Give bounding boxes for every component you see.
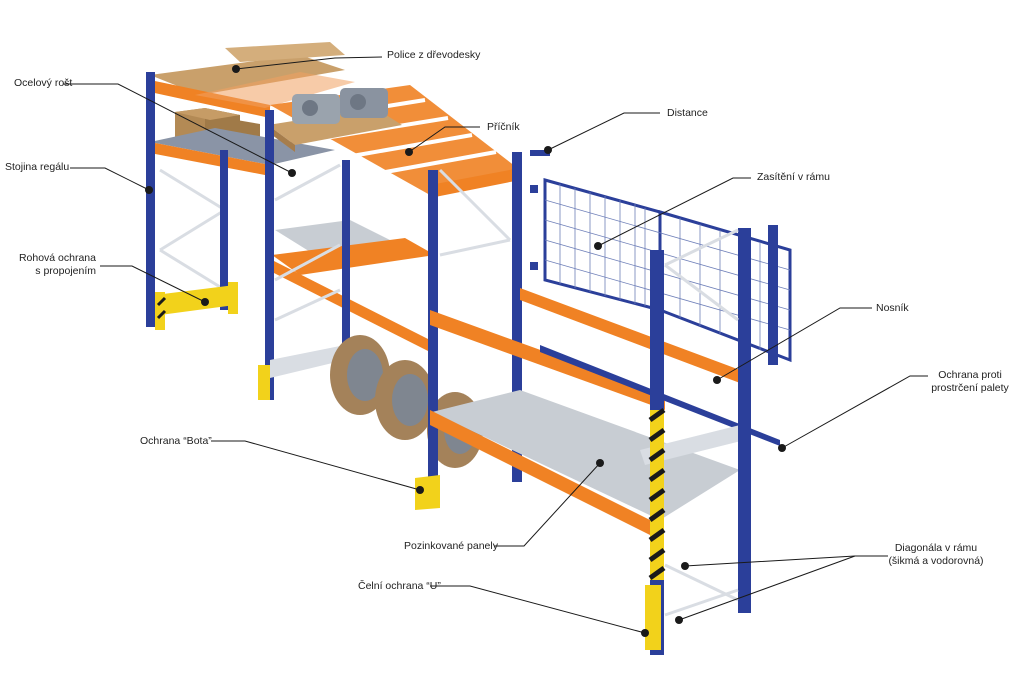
stopper-panel [640, 425, 745, 465]
label-diagonala-line2: (šikmá a vodorovná) [888, 555, 984, 567]
upright-back-right [738, 228, 751, 613]
cardboard-box [175, 108, 240, 120]
top-beam-mesh [195, 72, 355, 108]
bay3-braces [438, 168, 512, 257]
upright-left-back [220, 150, 228, 310]
upright-left-front [146, 72, 155, 327]
cable-spools [330, 335, 483, 468]
bay2-braces [274, 163, 341, 322]
front-guard-u [645, 585, 661, 650]
distance-spacer [530, 185, 538, 193]
mid-beam-bay3 [430, 310, 665, 410]
label-stojina: Stojina regálu [5, 161, 70, 173]
wood-deck-loose [225, 42, 345, 62]
label-ochrana-proti-line2: prostrčení palety [931, 382, 1009, 394]
label-rohova-line1: Rohová ochrana [18, 252, 96, 264]
mid-beam-bay3-back [520, 288, 740, 383]
label-ocelovy-rost: Ocelový rošt [14, 77, 73, 89]
upright-bay3-back [512, 152, 522, 482]
wire-mesh [543, 178, 792, 363]
corner-guard [155, 285, 235, 315]
upright-bay2-back [342, 160, 350, 360]
top-beam-left [150, 80, 270, 118]
label-ochrana-proti-line1: Ochrana proti [938, 369, 1002, 381]
label-ochrana-proti: Ochrana proti prostrčení palety [920, 369, 1020, 395]
corner-guard-stripe [156, 296, 167, 307]
distance-spacer [530, 262, 538, 270]
label-nosnik: Nosník [876, 302, 909, 314]
upright-top-right [768, 225, 778, 365]
leader-lines [63, 56, 928, 634]
panel-beam-front [430, 410, 660, 540]
mid-beam-left [150, 142, 270, 176]
leader-dots [145, 65, 786, 637]
label-rohova: Rohová ochrana s propojením [14, 252, 96, 278]
label-police: Police z dřevodesky [387, 49, 481, 61]
label-pricnik: Příčník [487, 121, 520, 133]
label-diagonala-line1: Diagonála v rámu [894, 542, 978, 554]
upright-bay3-front [428, 170, 438, 485]
boot-guard [258, 365, 270, 400]
left-frame-braces [159, 168, 226, 292]
upright-bay2-front [265, 110, 274, 400]
wood-pallet-side [268, 125, 295, 152]
machine-parts [292, 88, 388, 124]
boot-guard [415, 475, 440, 510]
wood-deck [150, 55, 345, 95]
label-diagonala: Diagonála v rámu (šikmá a vodorovná) [880, 542, 992, 568]
distance-spacer [530, 150, 550, 156]
label-pozinkovane: Pozinkované panely [404, 540, 498, 552]
right-frame-braces [664, 228, 739, 617]
corner-guard-post [155, 292, 165, 330]
corner-guard-stripe [156, 309, 167, 320]
label-zasiteni: Zasítění v rámu [757, 171, 830, 183]
label-rohova-line2: s propojením [35, 265, 96, 277]
beam-guard [270, 345, 345, 378]
corner-guard-post [228, 282, 238, 314]
steel-mesh-shelf [150, 128, 335, 165]
top-beam-bay3 [430, 168, 520, 198]
label-bota: Ochrana “Bota” [140, 435, 212, 447]
label-distance: Distance [667, 107, 708, 119]
hazard-stripes [648, 407, 666, 581]
low-beam-bay2 [272, 260, 430, 352]
label-celni: Čelní ochrana “U” [358, 580, 441, 592]
mid-beam-bay2 [272, 238, 435, 275]
